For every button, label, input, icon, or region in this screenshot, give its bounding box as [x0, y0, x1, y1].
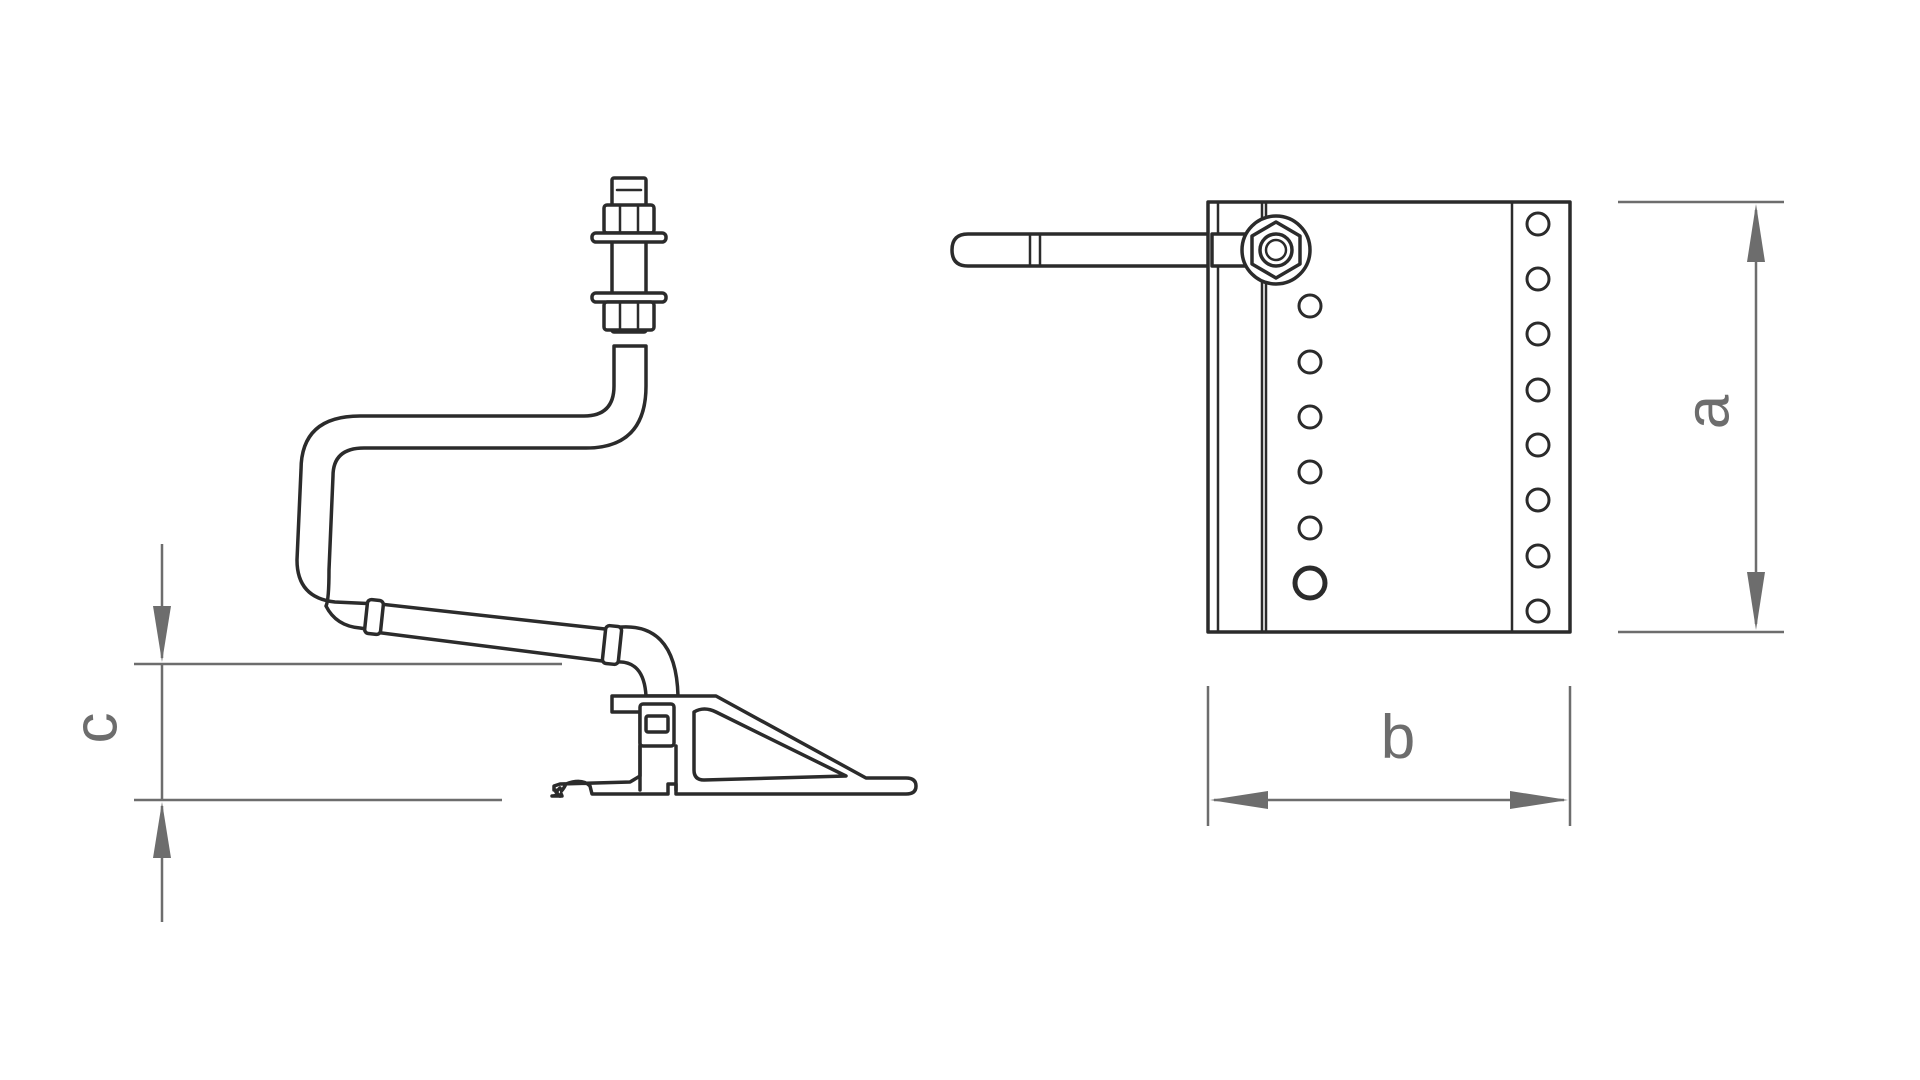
- hole: [1525, 211, 1551, 237]
- hole: [1525, 487, 1551, 513]
- hole: [1525, 432, 1551, 458]
- hole: [1525, 543, 1551, 569]
- hole: [1297, 404, 1323, 430]
- upper-washer: [590, 231, 668, 244]
- dimension-a: a: [1618, 200, 1784, 634]
- hole: [1525, 321, 1551, 347]
- horizontal-rod: [950, 232, 1272, 268]
- right-hole-row: [1525, 211, 1551, 624]
- threaded-rod-assembly: [590, 176, 668, 334]
- side-view: [295, 176, 918, 798]
- hole-large: [1292, 565, 1328, 601]
- dimension-label-a: a: [1673, 394, 1742, 429]
- dimension-label-b: b: [1381, 703, 1415, 772]
- hole: [1525, 266, 1551, 292]
- lower-nut: [602, 300, 656, 332]
- hole: [1525, 377, 1551, 403]
- bolt-head: [1240, 214, 1312, 286]
- hole: [1297, 349, 1323, 375]
- dimension-c: c: [61, 544, 562, 922]
- bent-support-arm: [295, 344, 680, 698]
- base-profile: [550, 694, 918, 798]
- hole: [1297, 293, 1323, 319]
- dimension-b: b: [1206, 686, 1572, 826]
- left-hole-row: [1292, 293, 1328, 601]
- hole: [1525, 598, 1551, 624]
- hole: [1297, 459, 1323, 485]
- upper-nut: [602, 203, 656, 235]
- hole: [1297, 515, 1323, 541]
- dimension-label-c: c: [61, 713, 130, 744]
- top-view: [950, 200, 1572, 634]
